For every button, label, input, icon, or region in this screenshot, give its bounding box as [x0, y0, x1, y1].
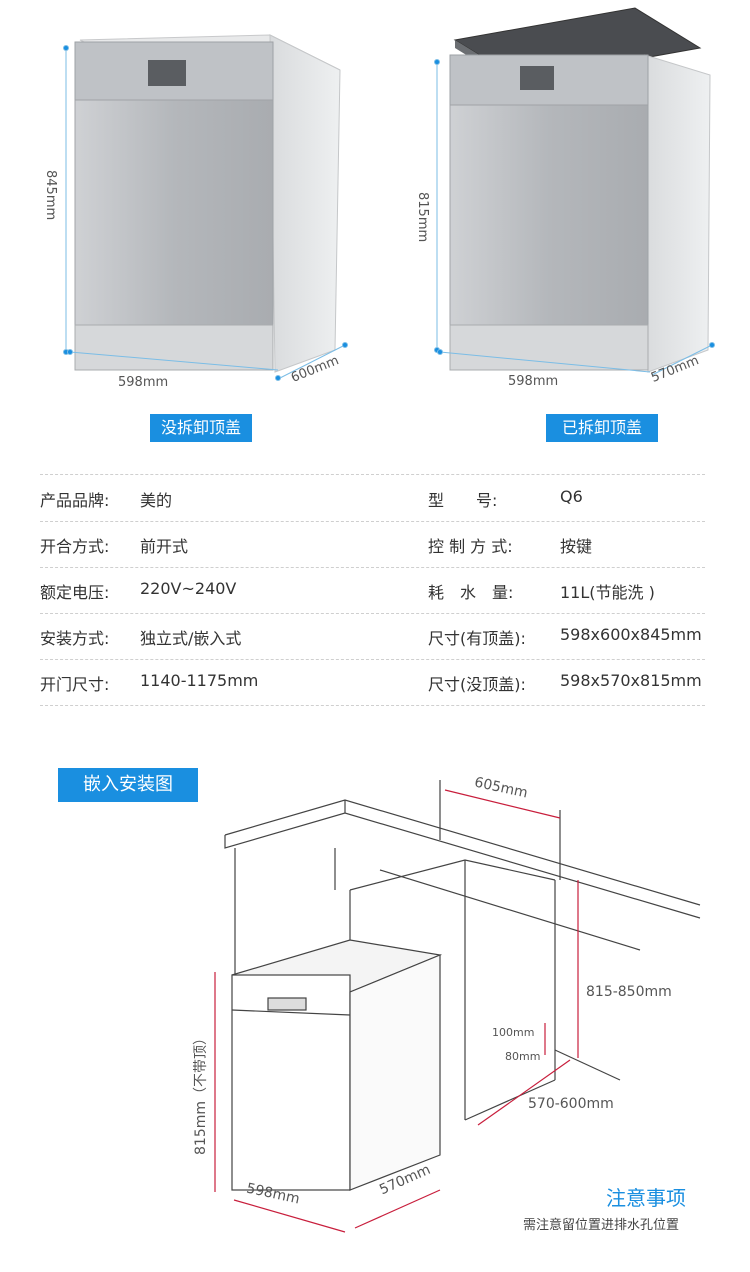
dim-815-no-top: 815mm（不带顶）	[193, 1031, 209, 1155]
spec-table-top-border	[40, 474, 705, 475]
caption-removed: 已拆卸顶盖	[546, 414, 658, 442]
red-dimension-lines	[214, 789, 579, 1233]
spec-value: 220V~240V	[140, 579, 237, 598]
spec-value: 按键	[560, 537, 593, 556]
cabinet-lines	[224, 780, 701, 1191]
spec-key: 产品品牌:	[40, 491, 110, 510]
spec-key: 耗 水 量:	[428, 583, 514, 602]
spec-key: 开合方式:	[40, 537, 110, 556]
spec-value: 598x600x845mm	[560, 625, 702, 644]
spec-key: 尺寸(有顶盖):	[428, 629, 526, 648]
spec-key: 安装方式:	[40, 629, 110, 648]
dim-80: 80mm	[505, 1050, 541, 1063]
dishwasher-without-top-cover	[449, 7, 711, 373]
spec-row: 产品品牌: 美的 型 号: Q6	[40, 475, 705, 522]
spec-key: 尺寸(没顶盖):	[428, 675, 526, 694]
spec-key: 控 制 方 式:	[428, 537, 513, 556]
spec-key: 开门尺寸:	[40, 675, 110, 694]
spec-row: 安装方式: 独立式/嵌入式 尺寸(有顶盖): 598x600x845mm	[40, 613, 705, 660]
note-title: 注意事项	[606, 1186, 686, 1210]
spec-value: 前开式	[140, 537, 189, 556]
width-label-left: 598mm	[118, 375, 169, 390]
spec-value: 1140-1175mm	[140, 671, 259, 690]
height-label-right: 815mm	[415, 192, 430, 243]
spec-value: Q6	[560, 487, 583, 506]
dim-100: 100mm	[492, 1026, 535, 1039]
dimension-lines-right	[434, 59, 715, 376]
dishwasher-with-top-cover	[74, 34, 341, 373]
caption-without-removal: 没拆卸顶盖	[150, 414, 252, 442]
height-label-left: 845mm	[43, 170, 58, 221]
dim-815-850: 815-850mm	[586, 984, 672, 1000]
install-title: 嵌入安装图	[58, 768, 198, 802]
spec-key: 型 号:	[428, 491, 498, 510]
spec-value: 598x570x815mm	[560, 671, 702, 690]
product-dimension-illustration	[63, 7, 715, 381]
spec-row: 开门尺寸: 1140-1175mm 尺寸(没顶盖): 598x570x815mm	[40, 659, 705, 706]
dim-570-600: 570-600mm	[528, 1096, 614, 1112]
dimension-lines-left	[63, 45, 348, 381]
spec-row: 额定电压: 220V~240V 耗 水 量: 11L(节能洗 )	[40, 567, 705, 614]
spec-value: 独立式/嵌入式	[140, 629, 242, 648]
spec-value: 美的	[140, 491, 173, 510]
spec-row: 开合方式: 前开式 控 制 方 式: 按键	[40, 521, 705, 568]
installation-diagram	[214, 780, 701, 1233]
spec-key: 额定电压:	[40, 583, 110, 602]
width-label-right: 598mm	[508, 374, 559, 389]
spec-value: 11L(节能洗 )	[560, 583, 655, 602]
note-text: 需注意留位置进排水孔位置	[523, 1218, 680, 1233]
